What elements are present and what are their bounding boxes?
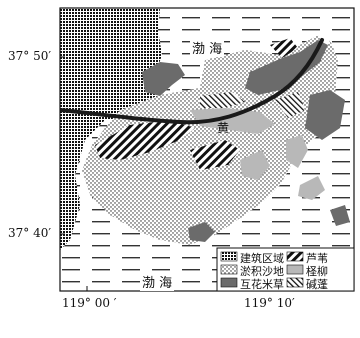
- legend-box: [216, 247, 355, 292]
- sea-label-south: 渤 海: [140, 272, 175, 291]
- building-area: [60, 8, 162, 250]
- legend-swatch-reed: [286, 251, 304, 262]
- spartina-patch: [245, 40, 328, 95]
- spartina-patch: [305, 90, 345, 140]
- lat-label-3740: 37° 40′: [8, 226, 52, 240]
- spartina-patch: [142, 62, 185, 96]
- reed-patch: [95, 120, 195, 160]
- lat-label-3750: 37° 50′: [8, 49, 52, 63]
- map-frame: [59, 7, 355, 292]
- reed-patch: [190, 140, 240, 170]
- tamarisk-patch: [190, 108, 275, 134]
- legend-label-reed: 芦苇: [306, 252, 328, 265]
- legend-swatch-tamarisk: [286, 264, 304, 275]
- yellow-river: [60, 38, 324, 125]
- lon-label-11900: 119° 00 ′: [62, 296, 117, 310]
- tamarisk-patch: [240, 150, 270, 180]
- legend-label-tamarisk: 柽柳: [306, 265, 328, 278]
- tamarisk-patch: [298, 176, 325, 200]
- legend-swatch-suaeda: [286, 277, 304, 288]
- spartina-patch: [330, 205, 350, 226]
- legend-swatch-spartina: [220, 277, 238, 288]
- river-label: 黄: [217, 121, 230, 135]
- spartina-patch: [188, 222, 215, 242]
- sea-label-north: 渤 海: [190, 38, 225, 57]
- lon-label-11910: 119° 10′: [244, 296, 295, 310]
- legend-label-sand: 淤积沙地: [240, 265, 284, 278]
- reed-patch: [270, 38, 298, 58]
- legend-label-building: 建筑区域: [240, 252, 284, 265]
- legend-label-suaeda: 碱蓬: [306, 278, 328, 291]
- suaeda-patch: [200, 92, 245, 108]
- tamarisk-patch: [286, 135, 308, 168]
- suaeda-patch: [275, 92, 305, 118]
- legend-swatch-building: [220, 251, 238, 262]
- legend-label-spartina: 互花米草: [240, 278, 284, 291]
- legend-swatch-sand: [220, 264, 238, 275]
